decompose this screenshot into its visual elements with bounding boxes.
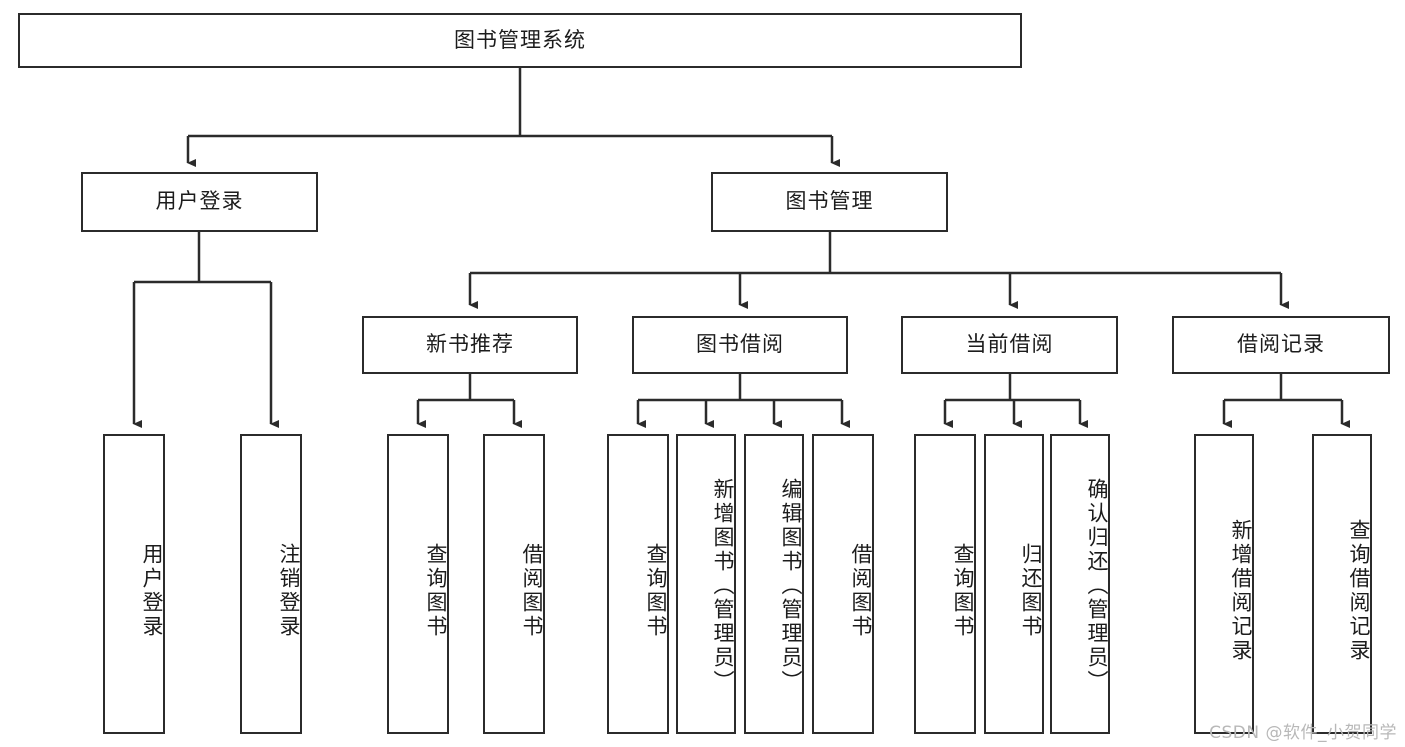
- leaf-add-record-label: 新增借阅记录: [1229, 519, 1253, 663]
- leaf-query-book-2-label: 查询图书: [644, 543, 668, 639]
- leaf-add-record[interactable]: 新增借阅记录: [1194, 434, 1254, 734]
- leaf-confirm-return[interactable]: 确认归还（管理员）: [1050, 434, 1110, 734]
- leaf-logout-login-label: 注销登录: [277, 543, 301, 639]
- leaf-query-book-1-label: 查询图书: [424, 543, 448, 639]
- leaf-add-book[interactable]: 新增图书（管理员）: [676, 434, 736, 734]
- node-book-borrow[interactable]: 图书借阅: [632, 316, 848, 374]
- leaf-borrow-book-1-label: 借阅图书: [520, 543, 544, 639]
- leaf-logout-login[interactable]: 注销登录: [240, 434, 302, 734]
- node-current-borrow-label: 当前借阅: [965, 332, 1054, 357]
- node-book-management[interactable]: 图书管理: [711, 172, 948, 232]
- node-new-book-recommend-label: 新书推荐: [426, 332, 514, 357]
- node-root[interactable]: 图书管理系统: [18, 13, 1022, 68]
- leaf-borrow-book-2-label: 借阅图书: [849, 543, 873, 639]
- leaf-return-book[interactable]: 归还图书: [984, 434, 1044, 734]
- leaf-query-record-label: 查询借阅记录: [1347, 519, 1371, 663]
- leaf-query-book-2[interactable]: 查询图书: [607, 434, 669, 734]
- node-book-management-label: 图书管理: [785, 189, 874, 214]
- leaf-edit-book-label: 编辑图书（管理员）: [779, 478, 803, 694]
- leaf-user-login-label: 用户登录: [140, 543, 164, 639]
- node-borrow-record[interactable]: 借阅记录: [1172, 316, 1390, 374]
- node-user-login[interactable]: 用户登录: [81, 172, 318, 232]
- leaf-query-book-1[interactable]: 查询图书: [387, 434, 449, 734]
- leaf-edit-book[interactable]: 编辑图书（管理员）: [744, 434, 804, 734]
- leaf-borrow-book-1[interactable]: 借阅图书: [483, 434, 545, 734]
- leaf-add-book-label: 新增图书（管理员）: [711, 478, 735, 694]
- leaf-user-login[interactable]: 用户登录: [103, 434, 165, 734]
- leaf-query-book-3[interactable]: 查询图书: [914, 434, 976, 734]
- node-root-label: 图书管理系统: [454, 27, 586, 52]
- node-book-borrow-label: 图书借阅: [696, 332, 784, 357]
- node-current-borrow[interactable]: 当前借阅: [901, 316, 1118, 374]
- csdn-watermark: CSDN @软件_小贺同学: [1209, 723, 1397, 743]
- leaf-confirm-return-label: 确认归还（管理员）: [1085, 478, 1109, 694]
- node-borrow-record-label: 借阅记录: [1237, 332, 1325, 357]
- leaf-query-book-3-label: 查询图书: [951, 543, 975, 639]
- node-user-login-label: 用户登录: [155, 189, 244, 214]
- leaf-return-book-label: 归还图书: [1019, 543, 1043, 639]
- node-new-book-recommend[interactable]: 新书推荐: [362, 316, 578, 374]
- leaf-borrow-book-2[interactable]: 借阅图书: [812, 434, 874, 734]
- leaf-query-record[interactable]: 查询借阅记录: [1312, 434, 1372, 734]
